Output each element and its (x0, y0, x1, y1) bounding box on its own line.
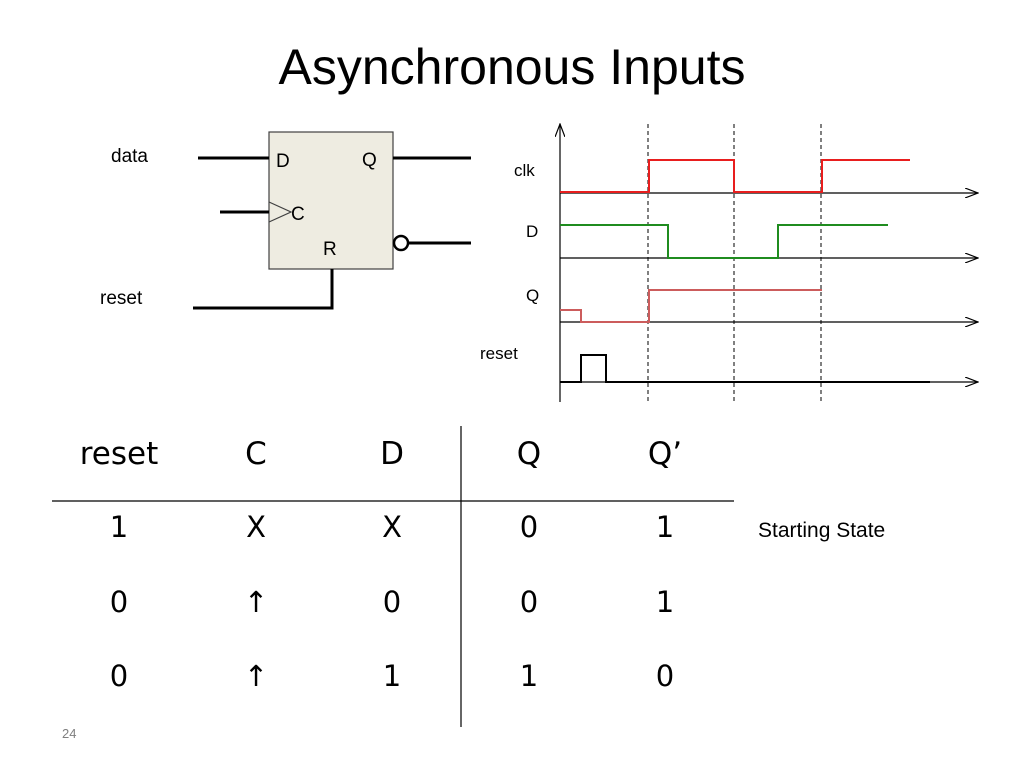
table-cell: 1 (109, 510, 129, 544)
pin-c-label: C (291, 204, 305, 225)
flipflop-body (268, 131, 394, 270)
clock-triangle-icon (268, 201, 293, 223)
clk-waveform (560, 159, 910, 193)
q-waveform (560, 289, 822, 323)
table-cell: X (246, 510, 266, 544)
timing-label-clk: clk (514, 161, 535, 180)
table-header-c: C (245, 436, 267, 472)
table-cell: 1 (655, 510, 675, 544)
table-cell: ↑ (243, 659, 269, 693)
timing-label-reset: reset (480, 344, 518, 363)
table-cell: 0 (655, 659, 675, 693)
timing-diagram (560, 124, 978, 402)
reset-input-label: reset (100, 288, 143, 309)
flipflop-symbol (193, 131, 471, 310)
table-cell: X (382, 510, 402, 544)
table-cell: 1 (655, 585, 675, 619)
table-header-q-bar: Q’ (647, 436, 683, 472)
slide-title: Asynchronous Inputs (278, 39, 746, 95)
table-cell: 1 (519, 659, 539, 693)
inverted-output-bubble (392, 234, 410, 252)
page-number: 24 (62, 726, 77, 741)
table-header-q: Q (516, 436, 542, 472)
pin-q-label: Q (362, 150, 377, 171)
pin-r-label: R (323, 239, 337, 260)
pin-d-label: D (276, 151, 290, 172)
starting-state-note: Starting State (758, 519, 886, 542)
table-cell: 0 (519, 510, 539, 544)
reset-waveform (560, 354, 930, 383)
reset-input-wire (193, 269, 334, 310)
data-input-label: data (111, 146, 148, 167)
table-cell: ↑ (243, 585, 269, 619)
table-cell: 0 (109, 585, 129, 619)
timing-label-q: Q (526, 286, 540, 305)
table-cell: 0 (519, 585, 539, 619)
d-waveform (560, 224, 888, 259)
table-header-reset: reset (79, 436, 159, 472)
timing-label-d: D (526, 222, 539, 241)
table-cell: 0 (109, 659, 129, 693)
table-cell: 1 (382, 659, 402, 693)
table-cell: 0 (382, 585, 402, 619)
table-header-d: D (380, 436, 404, 472)
